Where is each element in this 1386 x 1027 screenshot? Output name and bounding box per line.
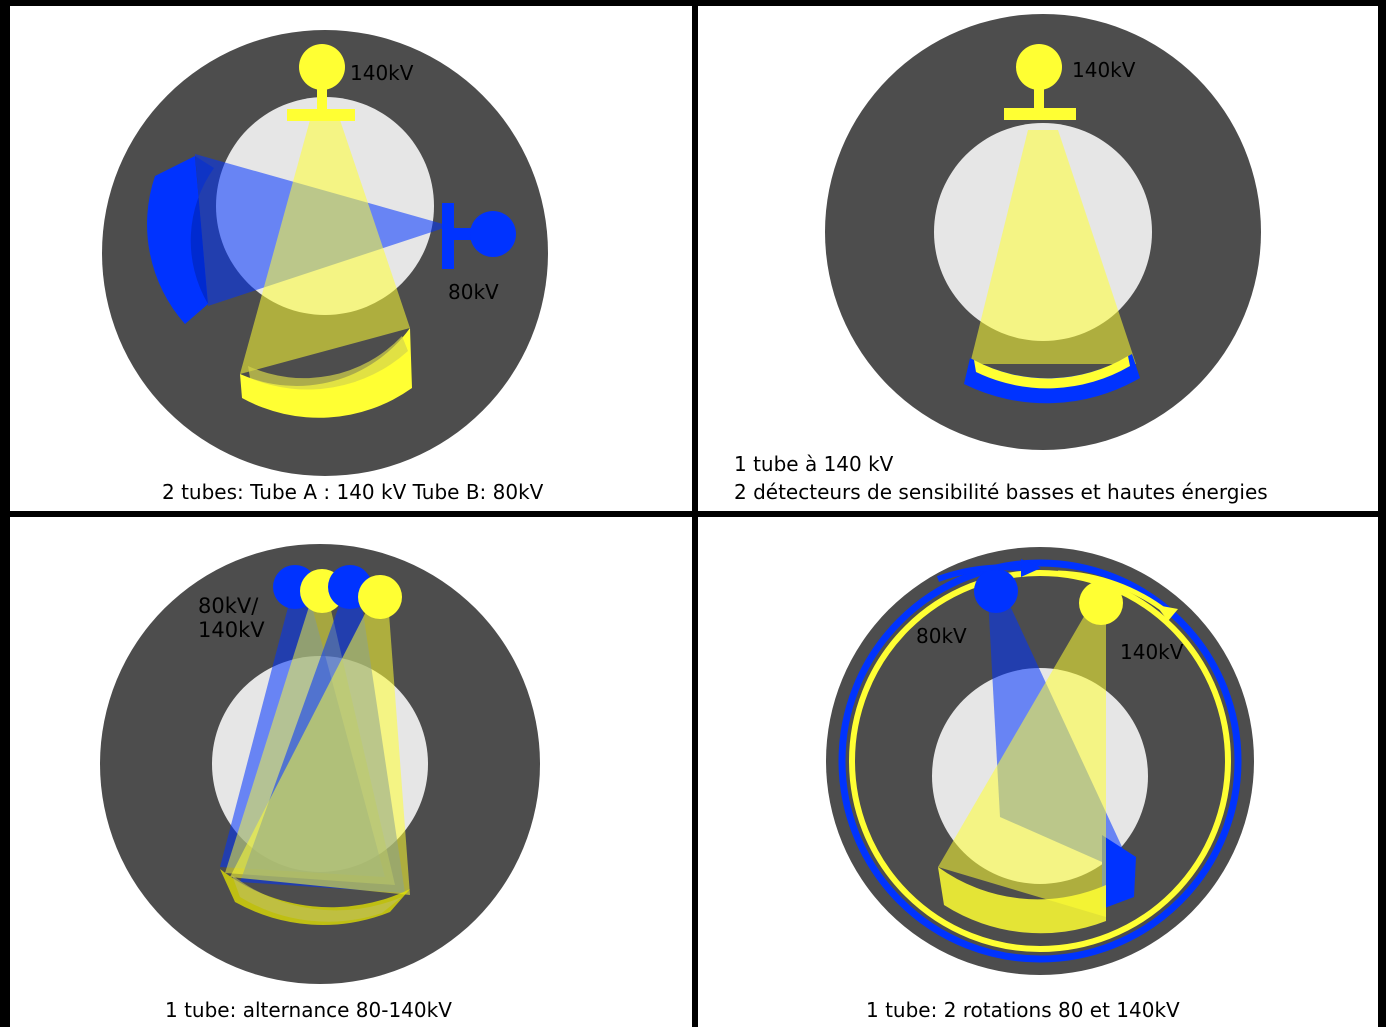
panel-kv-switching: 80kV/ 140kV 1 tube: alternance 80-140kV xyxy=(10,517,692,1027)
low-label: 80kV xyxy=(916,624,967,648)
tube-low xyxy=(974,569,1018,613)
detector-blue xyxy=(147,156,208,324)
detector-low xyxy=(974,356,1130,389)
high-label: 140kV xyxy=(1120,640,1184,664)
tube-b xyxy=(470,211,516,257)
caption-line-2: 2 détecteurs de sensibilité basses et ha… xyxy=(734,480,1268,504)
dual-source-diagram: 140kV 80kV xyxy=(102,30,548,476)
beam-yellow-2 xyxy=(230,600,410,895)
dual-spin-diagram: 80kV 140kV xyxy=(826,547,1254,975)
tube-a-label: 140kV xyxy=(350,61,414,85)
tube-neck xyxy=(1034,86,1044,110)
caption-line-1: 1 tube à 140 kV xyxy=(734,452,894,476)
label-line-2: 140kV xyxy=(198,618,265,642)
tube-label: 140kV xyxy=(1072,58,1136,82)
tube-b-label: 80kV xyxy=(448,280,499,304)
detector-stack-2 xyxy=(232,875,402,922)
dual-layer-diagram: 140kV xyxy=(825,14,1261,450)
filter-yellow xyxy=(287,109,355,121)
detector-blue xyxy=(1102,835,1136,909)
filter-yellow xyxy=(1004,108,1076,120)
tube-high xyxy=(1079,581,1123,625)
arrow-blue-arc xyxy=(936,564,1022,582)
divider-horizontal xyxy=(0,511,1386,517)
detector-yellow xyxy=(938,867,1106,934)
panel-dual-source: 140kV 80kV 2 tubes: Tube A : 140 kV Tube… xyxy=(10,6,692,511)
panel-caption: 2 tubes: Tube A : 140 kV Tube B: 80kV xyxy=(162,480,544,504)
arrow-blue xyxy=(1021,559,1041,577)
rotation-ring-yellow xyxy=(849,570,1231,952)
detector-blue-inner xyxy=(190,156,214,304)
kv-switching-diagram: 80kV/ 140kV xyxy=(100,544,540,984)
detector-yellow-inner xyxy=(248,336,408,390)
tube-yellow-2 xyxy=(358,575,402,619)
tube-a xyxy=(299,44,345,90)
panel-dual-spin: 80kV 140kV 1 tube: 2 rotations 80 et 140… xyxy=(698,517,1378,1027)
beam-yellow xyxy=(240,120,410,374)
tube-a-neck xyxy=(317,86,327,110)
beam-yellow xyxy=(938,601,1106,917)
beam-yellow xyxy=(970,130,1136,364)
tube xyxy=(1016,44,1062,90)
panel-caption: 1 tube: alternance 80-140kV xyxy=(165,998,452,1022)
rotation-ring-blue xyxy=(838,559,1242,963)
arrow-yellow-arc xyxy=(1057,570,1170,615)
label-line-1: 80kV/ xyxy=(198,594,259,618)
panel-caption: 1 tube: 2 rotations 80 et 140kV xyxy=(866,998,1180,1022)
detector-yellow xyxy=(240,328,412,418)
panel-dual-layer: 140kV 1 tube à 140 kV 2 détecteurs de se… xyxy=(698,6,1378,511)
filter-blue xyxy=(442,203,454,269)
